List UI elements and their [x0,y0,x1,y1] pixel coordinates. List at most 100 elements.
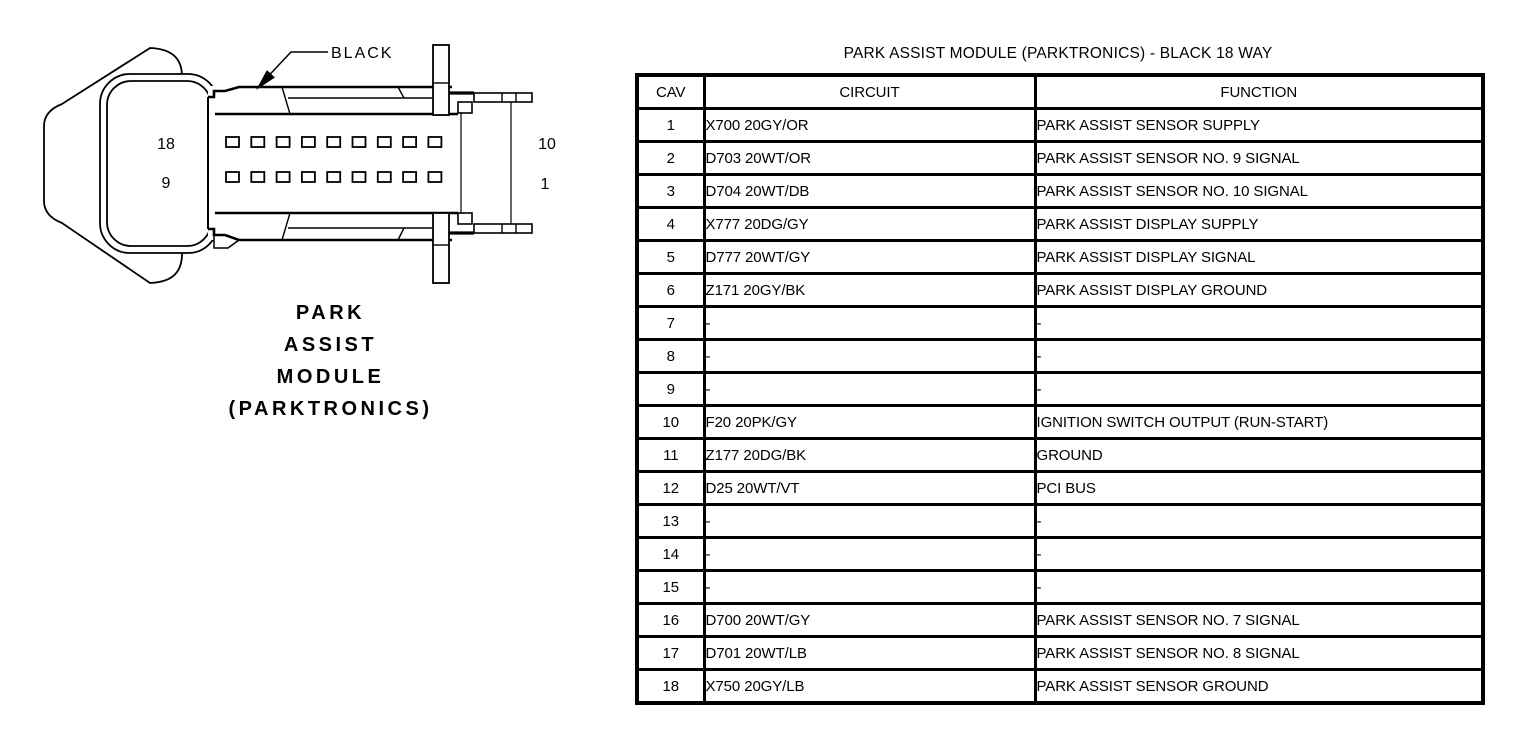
function-cell: PARK ASSIST SENSOR NO. 10 SIGNAL [1033,173,1485,209]
module-name: PARK ASSIST MODULE (PARKTRONICS) [193,297,468,425]
function-cell: PARK ASSIST DISPLAY SIGNAL [1033,239,1485,275]
module-name-line: MODULE [276,366,385,388]
table-row: 9-- [635,371,1485,407]
circuit-cell: D701 20WT/LB [702,635,1037,671]
bracket-vertical-lines [460,102,512,224]
housing-foot [213,235,240,249]
module-name-line: PARK [295,302,366,324]
cav-cell: 5 [635,239,706,275]
mounting-tab-bottom [432,212,450,284]
function-cell: - [1033,338,1485,374]
pin-label-9: 9 [162,175,171,192]
connector-diagram: BLACK 18 9 10 1 [43,44,556,284]
housing-top-edge [208,85,452,99]
pin-cavities [225,136,443,183]
function-cell: PARK ASSIST SENSOR SUPPLY [1033,107,1485,143]
module-name-line: (PARKTRONICS) [228,398,433,420]
cav-cell: 2 [635,140,706,176]
function-cell: PARK ASSIST DISPLAY SUPPLY [1033,206,1485,242]
cav-cell: 13 [635,503,706,539]
cav-cell: 4 [635,206,706,242]
function-cell: - [1033,569,1485,605]
bracket-bar-bottom-dividers [501,224,517,233]
function-cell: IGNITION SWITCH OUTPUT (RUN-START) [1033,404,1485,440]
pin-label-10: 10 [538,136,556,153]
function-cell: GROUND [1033,437,1485,473]
function-cell: - [1033,305,1485,341]
circuit-cell: D25 20WT/VT [702,470,1037,506]
cav-cell: 16 [635,602,706,638]
pin-label-1: 1 [541,176,550,193]
circuit-cell: D703 20WT/OR [702,140,1037,176]
table-row: 15-- [635,569,1485,605]
table-row: 14-- [635,536,1485,572]
table-row: 7-- [635,305,1485,341]
circuit-cell: F20 20PK/GY [702,404,1037,440]
circuit-cell: - [702,371,1037,407]
cav-cell: 11 [635,437,706,473]
cav-cell: 17 [635,635,706,671]
bracket-bar-top [473,92,533,103]
cav-cell: 3 [635,173,706,209]
cav-cell: 7 [635,305,706,341]
cav-cell: 1 [635,107,706,143]
cav-cell: 6 [635,272,706,308]
function-cell: PARK ASSIST SENSOR NO. 9 SIGNAL [1033,140,1485,176]
bracket-notch-bottom [457,212,473,225]
column-header-cav: CAV [635,73,706,110]
table-title: PARK ASSIST MODULE (PARKTRONICS) - BLACK… [843,45,1273,62]
connector-color-callout: BLACK [331,45,393,62]
cav-cell: 14 [635,536,706,572]
function-cell: PCI BUS [1033,470,1485,506]
circuit-cell: D777 20WT/GY [702,239,1037,275]
housing-bottom-edge [208,227,452,242]
callout-leader-line [257,51,328,88]
housing-tick-marks [281,86,405,241]
circuit-cell: - [702,503,1037,539]
bracket-bar-bottom [473,223,533,234]
table-row: 13-- [635,503,1485,539]
circuit-cell: - [702,338,1037,374]
module-name-line: ASSIST [283,334,378,356]
function-cell: PARK ASSIST SENSOR GROUND [1033,668,1485,705]
pinout-section: PARK ASSIST MODULE (PARKTRONICS) - BLACK… [635,44,1485,705]
bracket-bar-top-dividers [501,93,517,102]
cav-cell: 12 [635,470,706,506]
circuit-cell: D700 20WT/GY [702,602,1037,638]
circuit-cell: D704 20WT/DB [702,173,1037,209]
cav-cell: 8 [635,338,706,374]
table-row: 8-- [635,338,1485,374]
mounting-tab-top [432,44,450,116]
cav-cell: 15 [635,569,706,605]
circuit-cell: X750 20GY/LB [702,668,1037,705]
function-cell: - [1033,536,1485,572]
circuit-cell: - [702,536,1037,572]
cav-cell: 18 [635,668,706,705]
table-header-row: CAV CIRCUIT FUNCTION [635,73,1485,110]
callout-arrowhead-icon [256,70,275,90]
circuit-cell: X700 20GY/OR [702,107,1037,143]
function-cell: PARK ASSIST DISPLAY GROUND [1033,272,1485,308]
column-header-function: FUNCTION [1033,73,1485,110]
connector-seal-inner [106,80,212,247]
function-cell: PARK ASSIST SENSOR NO. 8 SIGNAL [1033,635,1485,671]
circuit-cell: Z177 20DG/BK [702,437,1037,473]
pin-label-18: 18 [157,136,175,153]
function-cell: - [1033,371,1485,407]
cav-cell: 10 [635,404,706,440]
circuit-cell: - [702,569,1037,605]
connector-housing [208,86,452,240]
